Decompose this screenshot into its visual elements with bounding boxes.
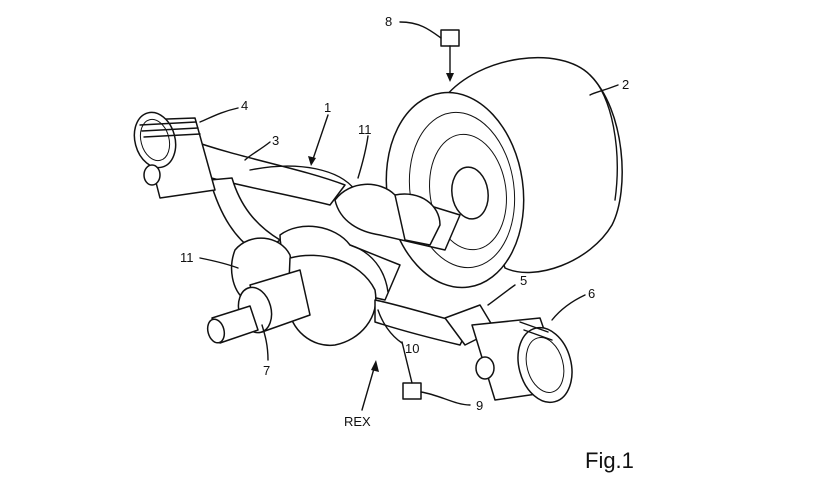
ref-6: 6	[588, 286, 595, 301]
ref-9: 9	[476, 398, 483, 413]
ref-11-top: 11	[358, 122, 372, 137]
reference-labels: 8 2 1 4 3 11 11 5 6 10 7 9 REX	[180, 14, 629, 429]
piston-upper	[133, 111, 216, 199]
ref-5: 5	[520, 273, 527, 288]
crankshaft	[230, 183, 461, 346]
leader-lines	[199, 84, 619, 411]
ref-1: 1	[324, 100, 331, 115]
actuator-8	[399, 21, 460, 82]
figure-caption: Fig.1	[585, 448, 634, 473]
ref-10: 10	[405, 341, 419, 356]
actuator-9	[401, 341, 471, 406]
piston-lower	[471, 317, 573, 404]
ref-8: 8	[385, 14, 392, 29]
shaft-end	[206, 269, 311, 344]
flywheel	[385, 57, 623, 289]
ref-2: 2	[622, 77, 629, 92]
direction-label: REX	[344, 414, 371, 429]
connecting-rod-upper	[189, 139, 356, 256]
ref-4: 4	[241, 98, 248, 113]
ref-3: 3	[272, 133, 279, 148]
ref-7: 7	[263, 363, 270, 378]
ref-11-left: 11	[180, 250, 194, 265]
